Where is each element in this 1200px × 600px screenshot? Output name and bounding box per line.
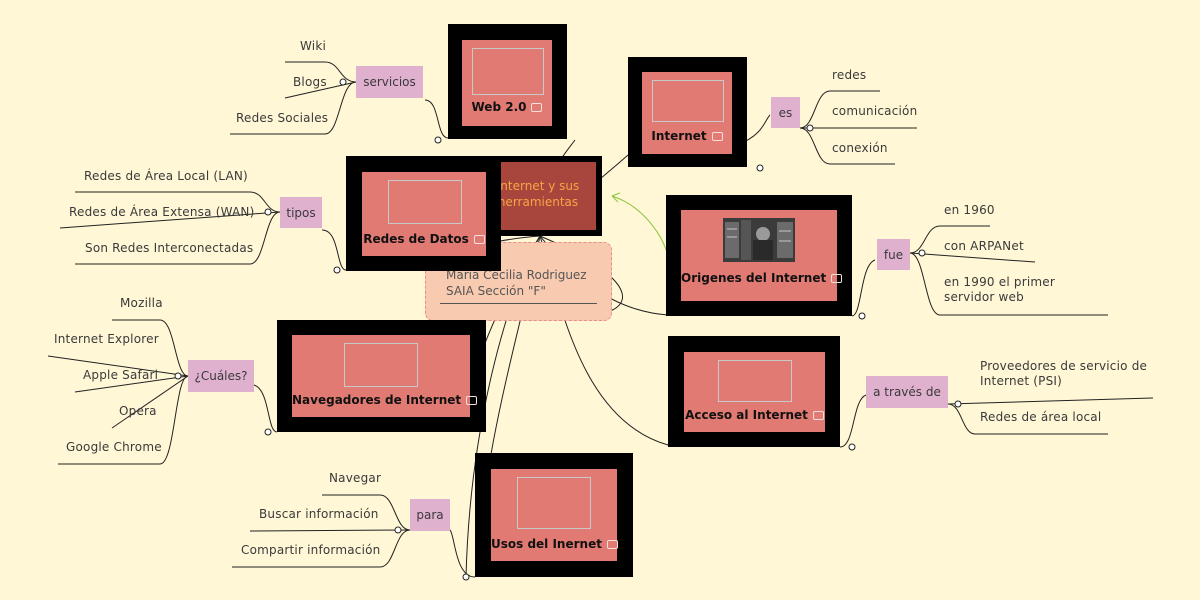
leaf-arpanet[interactable]: con ARPANet <box>944 239 1024 253</box>
leaf-interconectadas[interactable]: Son Redes Interconectadas <box>85 241 254 255</box>
connector-para[interactable]: para <box>410 499 450 531</box>
connector-cuales[interactable]: ¿Cuáles? <box>188 360 254 392</box>
central-title-line2: herramientas <box>497 195 579 209</box>
note-icon[interactable] <box>831 274 843 283</box>
note-icon[interactable] <box>606 540 618 549</box>
leaf-conexion[interactable]: conexión <box>832 141 888 155</box>
leaf-redes-sociales[interactable]: Redes Sociales <box>236 111 329 125</box>
topic-label: Navegadores de Internet <box>292 393 462 407</box>
topic-label: Acceso al Internet <box>685 408 808 422</box>
topic-web-2-0[interactable]: Web 2.0 <box>448 24 567 139</box>
historical-photo <box>723 218 795 262</box>
leaf-redes[interactable]: redes <box>832 68 867 82</box>
note-icon[interactable] <box>531 103 543 112</box>
topic-label: Internet <box>651 129 707 143</box>
topic-label: Web 2.0 <box>471 100 527 114</box>
topic-label: Redes de Datos <box>363 232 469 246</box>
leaf-psi[interactable]: Proveedores de servicio de Internet (PSI… <box>980 359 1148 388</box>
topic-internet[interactable]: Internet <box>628 57 747 167</box>
connector-tipos[interactable]: tipos <box>280 197 322 228</box>
topic-label: Origenes del Internet <box>681 271 827 285</box>
image-placeholder-icon <box>344 343 418 387</box>
leaf-buscar-informacion[interactable]: Buscar información <box>259 507 379 521</box>
connector-fue[interactable]: fue <box>877 239 910 270</box>
connector-es[interactable]: es <box>771 97 800 128</box>
connector-servicios[interactable]: servicios <box>356 66 423 98</box>
topic-navegadores-de-internet[interactable]: Navegadores de Internet <box>277 320 486 432</box>
topic-origenes-del-internet[interactable]: Origenes del Internet <box>666 195 852 316</box>
leaf-google-chrome[interactable]: Google Chrome <box>66 440 162 454</box>
note-icon[interactable] <box>466 396 478 405</box>
note-icon[interactable] <box>711 132 723 141</box>
connector-a-traves-de[interactable]: a través de <box>866 376 948 408</box>
leaf-lan[interactable]: Redes de Área Local (LAN) <box>84 169 248 183</box>
leaf-opera[interactable]: Opera <box>119 404 157 418</box>
leaf-apple-safari[interactable]: Apple Safari <box>83 368 159 382</box>
leaf-compartir-informacion[interactable]: Compartir información <box>241 543 381 557</box>
leaf-1990-servidor[interactable]: en 1990 el primer servidor web <box>944 275 1055 304</box>
author-name: Maria Cecilia Rodriguez <box>446 268 587 282</box>
leaf-redes-area-local[interactable]: Redes de área local <box>980 410 1102 424</box>
image-placeholder-icon <box>472 48 544 95</box>
note-icon[interactable] <box>473 235 485 244</box>
topic-acceso-al-internet[interactable]: Acceso al Internet <box>668 336 840 447</box>
image-placeholder-icon <box>718 360 792 402</box>
author-section: SAIA Sección "F" <box>446 284 546 298</box>
image-placeholder-icon <box>517 477 591 529</box>
leaf-wiki[interactable]: Wiki <box>300 39 327 53</box>
leaf-comunicacion[interactable]: comunicación <box>832 104 918 118</box>
leaf-blogs[interactable]: Blogs <box>293 75 327 89</box>
leaf-1960[interactable]: en 1960 <box>944 203 995 217</box>
leaf-mozilla[interactable]: Mozilla <box>120 296 163 310</box>
topic-redes-de-datos[interactable]: Redes de Datos <box>346 156 501 271</box>
note-icon[interactable] <box>812 411 824 420</box>
leaf-internet-explorer[interactable]: Internet Explorer <box>54 332 159 346</box>
author-underline <box>440 303 597 304</box>
central-title-line1: Internet y sus <box>496 179 580 193</box>
topic-label: Usos del Inernet <box>491 537 602 551</box>
topic-usos-del-inernet[interactable]: Usos del Inernet <box>475 453 633 577</box>
image-placeholder-icon <box>388 180 462 224</box>
leaf-wan[interactable]: Redes de Área Extensa (WAN) <box>69 205 255 219</box>
leaf-navegar[interactable]: Navegar <box>329 471 382 485</box>
image-placeholder-icon <box>652 80 724 122</box>
